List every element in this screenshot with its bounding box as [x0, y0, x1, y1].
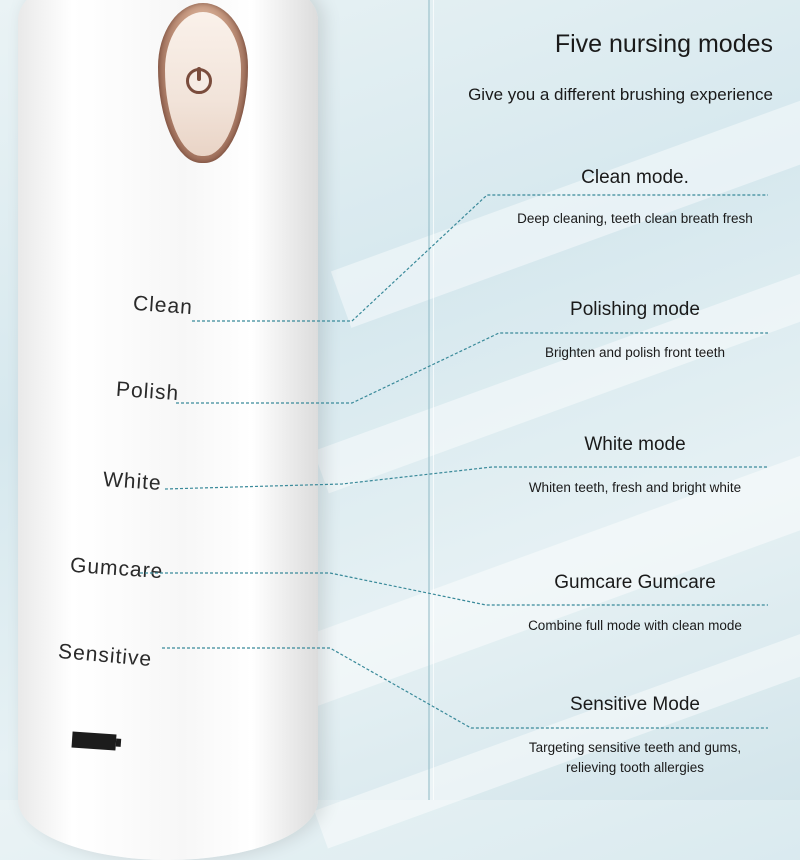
mode-title-polishing: Polishing mode	[570, 299, 700, 320]
mode-title-sensitive: Sensitive Mode	[570, 694, 700, 715]
mode-description-polishing: Brighten and polish front teeth	[544, 345, 726, 360]
mode-description-clean: Deep cleaning, teeth clean breath fresh	[517, 211, 753, 226]
mode-description-sensitive: Targeting sensitive teeth and gums, reli…	[528, 740, 742, 775]
mode-description-gumcare: Combine full mode with clean mode	[528, 618, 742, 633]
power-icon	[186, 67, 212, 94]
leader-line-white	[164, 466, 768, 490]
leader-line-clean	[192, 194, 768, 322]
mode-description-white: Whiten teeth, fresh and bright white	[528, 480, 742, 495]
mode-title-clean: Clean mode.	[581, 167, 689, 188]
glass-edge-highlight	[433, 0, 434, 800]
leader-line-sensitive	[162, 647, 768, 729]
page-title: Five nursing modes	[554, 30, 773, 58]
leader-line-polish	[176, 332, 768, 404]
leader-lines	[140, 194, 768, 729]
glass-edge	[428, 0, 430, 800]
mode-title-white: White mode	[584, 434, 686, 455]
leader-line-gumcare	[140, 572, 768, 606]
mode-title-gumcare: Gumcare Gumcare	[554, 572, 716, 593]
toothbrush-handle	[18, 0, 318, 860]
page-subtitle: Give you a different brushing experience	[468, 85, 773, 104]
